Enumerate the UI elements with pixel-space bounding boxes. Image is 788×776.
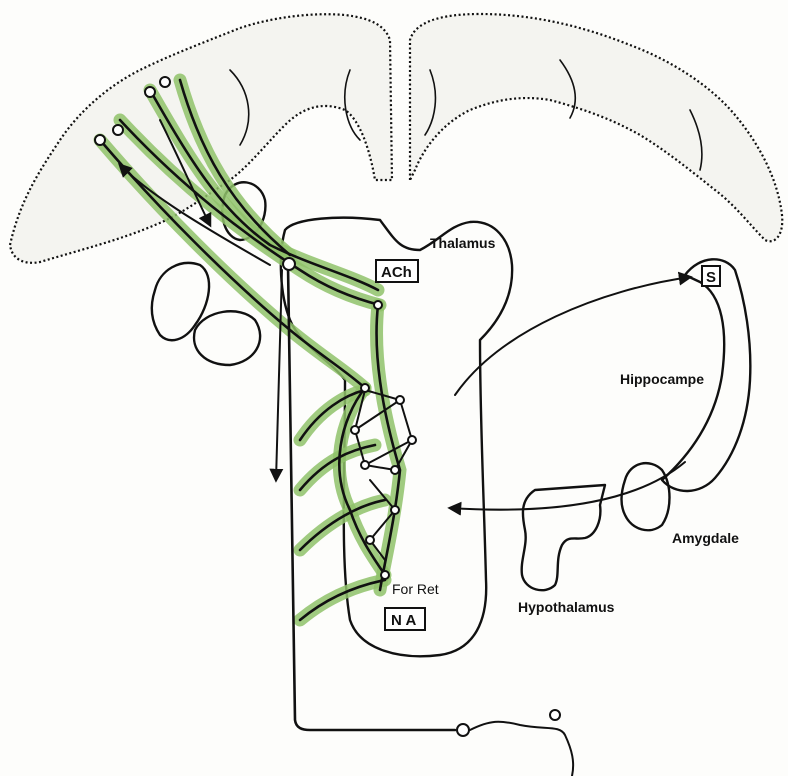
for-ret-label: For Ret xyxy=(392,581,439,597)
arrow-from-amygdale xyxy=(450,462,685,510)
tract-node-bottom xyxy=(457,724,469,736)
spinal-output xyxy=(470,722,573,776)
spinal-node xyxy=(550,710,560,720)
hypothalamus-shape xyxy=(522,485,605,590)
ach-label: ACh xyxy=(381,264,412,281)
basal-structure-2 xyxy=(152,263,209,340)
amygdale-shape xyxy=(622,463,670,530)
amygdale-label: Amygdale xyxy=(672,530,739,546)
descending-arrow xyxy=(276,270,282,480)
s-label: S xyxy=(706,269,716,286)
hypothalamus-label: Hypothalamus xyxy=(518,599,615,615)
na-label: N A xyxy=(391,612,416,629)
basal-structure-3 xyxy=(194,311,260,365)
tract-node-top xyxy=(283,258,295,270)
hippocampe-label: Hippocampe xyxy=(620,371,704,387)
thalamus-label: Thalamus xyxy=(430,235,496,251)
cortex-right xyxy=(410,14,782,241)
